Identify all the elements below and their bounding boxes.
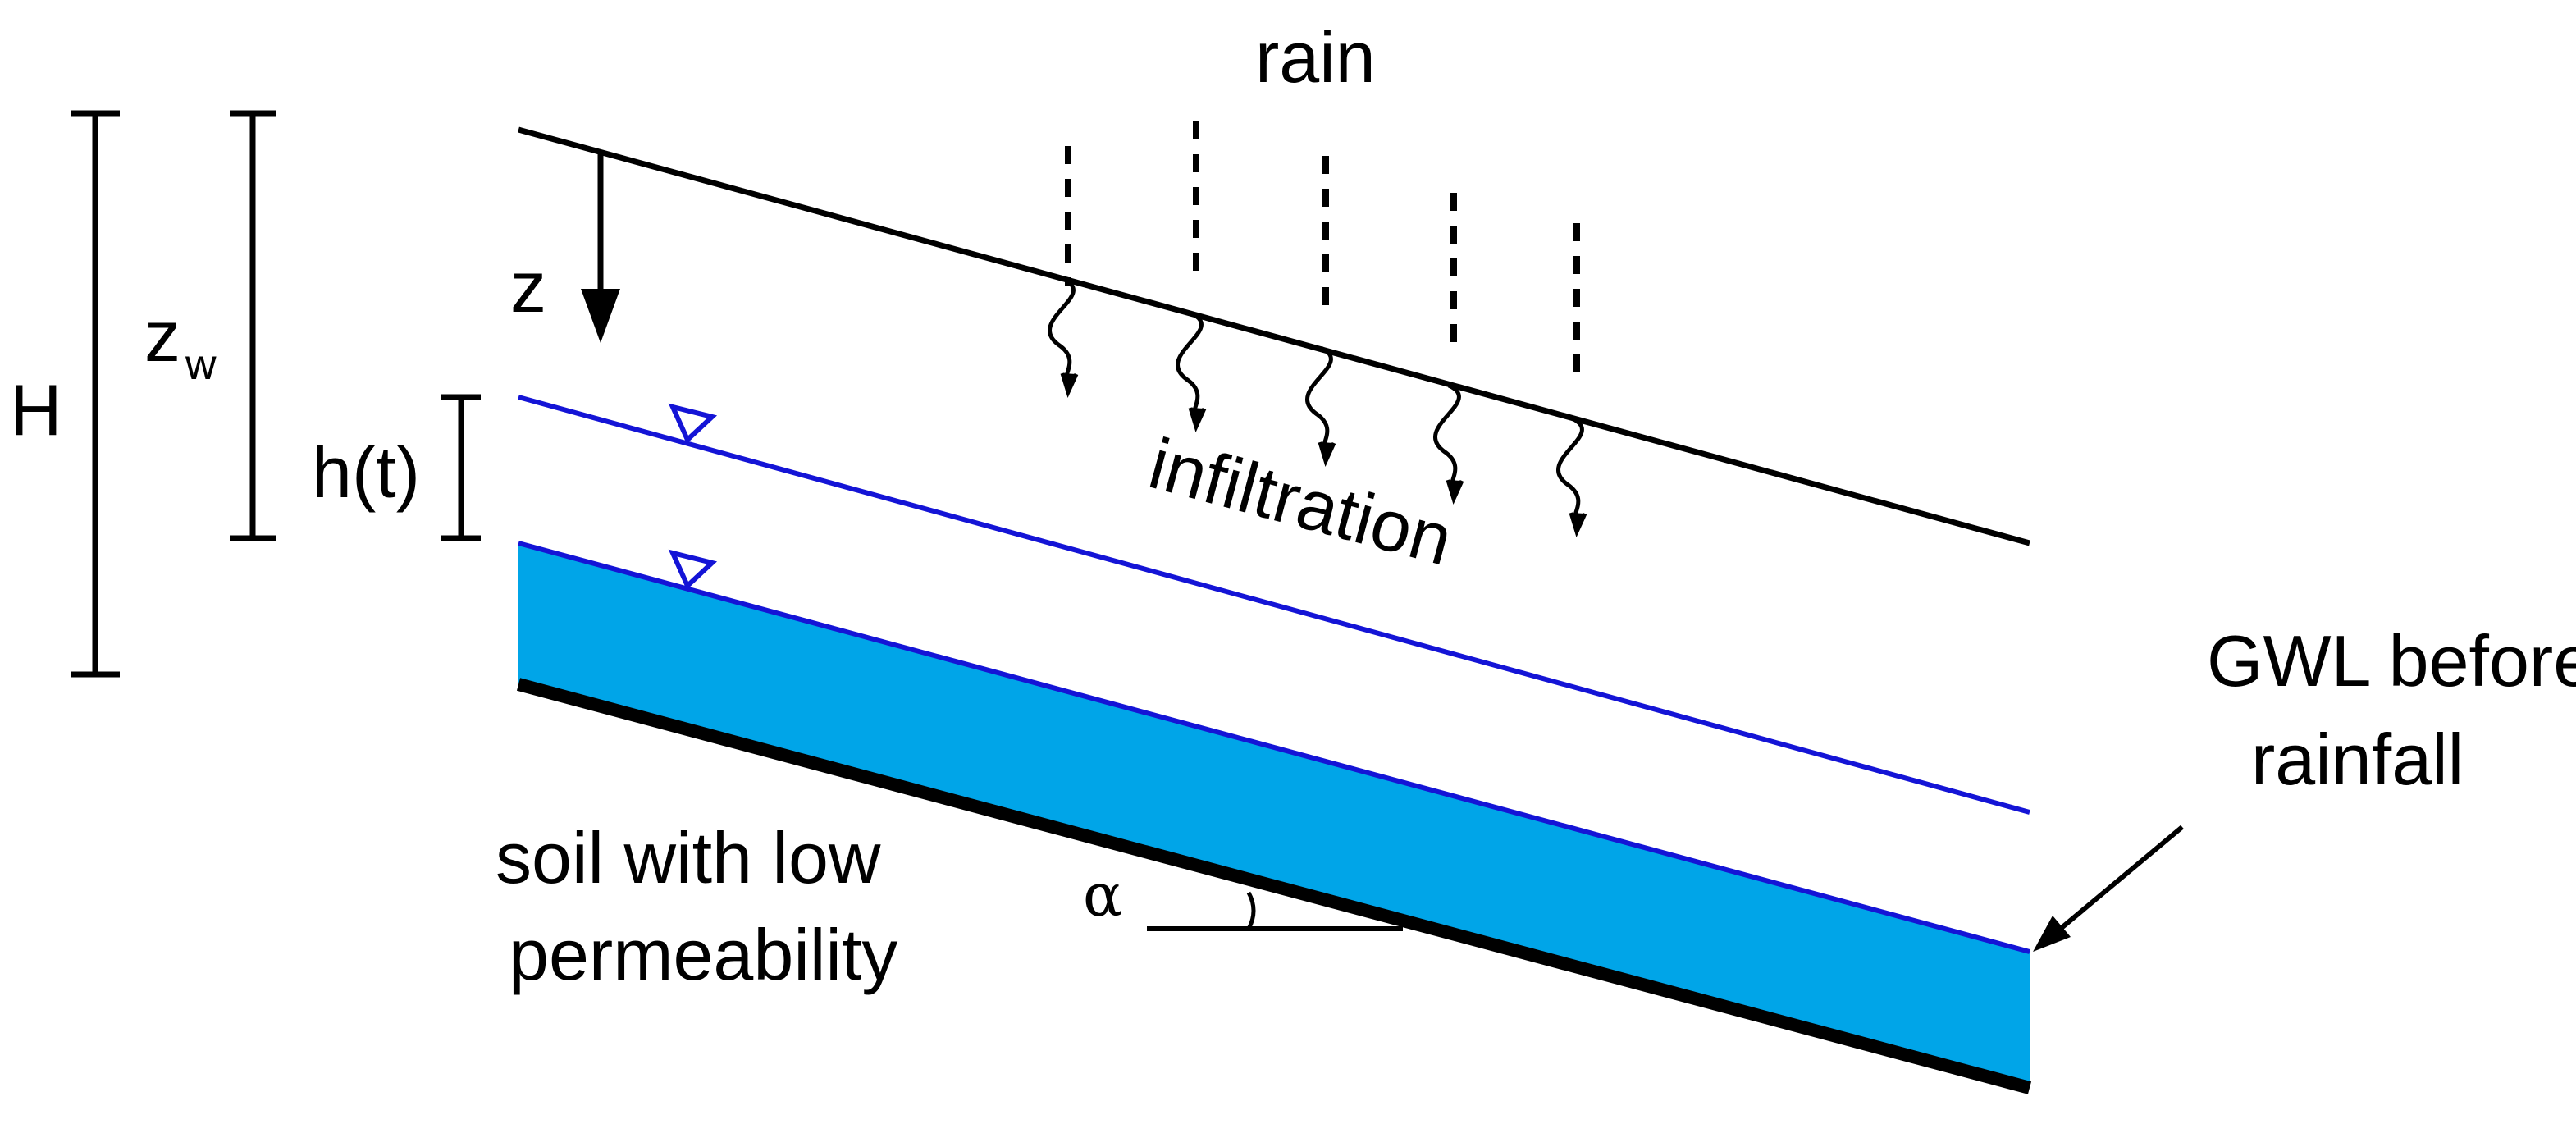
H-dimension-bracket	[71, 110, 120, 678]
angle-arc	[1246, 891, 1256, 930]
ht-label: h(t)	[312, 432, 420, 513]
infiltration-flow-icon	[1305, 345, 1336, 468]
H-label: H	[10, 369, 62, 450]
water-table-marker-icon	[668, 549, 718, 591]
gwl-pointer-line	[2051, 825, 2184, 938]
gwl-label-line1: GWL before	[2207, 620, 2576, 701]
infiltration-flow-icon	[1433, 383, 1464, 505]
z-label: z	[510, 246, 546, 327]
soil-label-line1: soil with low	[496, 817, 881, 898]
infiltration-flow-icon	[1176, 311, 1207, 433]
gwl-pointer-arrowhead	[2033, 916, 2071, 952]
zw-dimension-bracket	[230, 110, 276, 541]
saturated-zone	[518, 543, 2030, 1087]
down-arrow-icon	[581, 289, 620, 343]
soil-label-line2: permeability	[509, 914, 897, 995]
infiltration-label: infiltration	[1141, 423, 1460, 581]
ground-surface-line	[518, 126, 2030, 546]
water-table-line	[518, 395, 2030, 815]
ht-dimension-bracket	[441, 394, 481, 541]
gwl-before-rainfall-line	[518, 541, 2030, 954]
alpha-label: α	[1083, 861, 1123, 930]
bedrock-line	[516, 678, 2032, 1094]
infiltration-flow-icon	[1556, 416, 1587, 538]
zw-label-base: z	[144, 295, 180, 377]
rain-label: rain	[1255, 16, 1376, 98]
water-table-marker-icon	[668, 403, 718, 445]
gwl-label-line2: rainfall	[2251, 719, 2464, 800]
infiltration-flow-icon	[1048, 276, 1079, 399]
zw-label-sub: w	[185, 341, 217, 389]
